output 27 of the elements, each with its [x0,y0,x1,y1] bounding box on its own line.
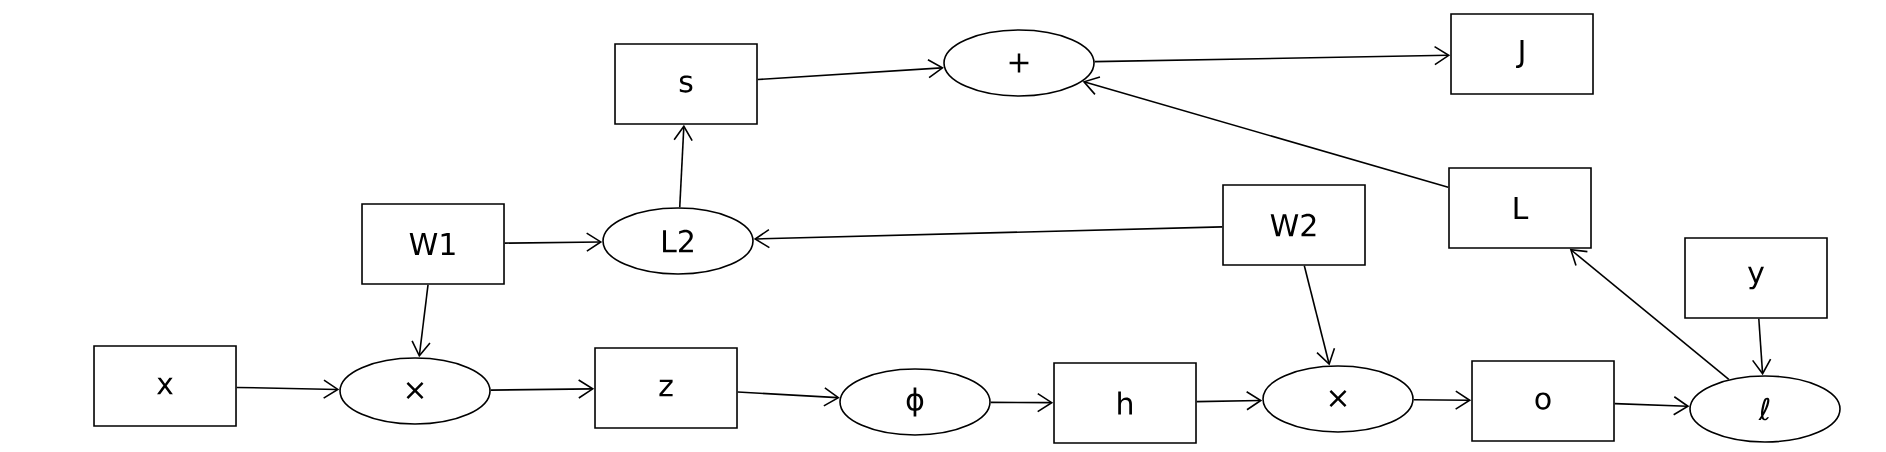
arrow [489,379,595,399]
arrow [1082,76,1449,189]
arrow [753,226,1223,249]
variable-box: x [93,345,237,427]
arrow [236,379,340,399]
arrow [1093,45,1451,66]
variable-box: o [1471,360,1615,442]
arrow [673,124,693,208]
arrow [757,58,944,81]
arrow [411,284,431,358]
arrow [1413,390,1472,410]
variable-box: z [594,347,738,429]
variable-box: L [1448,167,1592,249]
arrow [1569,248,1730,381]
variable-box: h [1053,362,1197,444]
arrow [1303,265,1336,366]
arrow [1196,390,1263,411]
arrow [1751,318,1772,376]
variable-box: J [1450,13,1594,95]
variable-box: s [614,43,758,125]
arrow [990,392,1054,413]
variable-box: W1 [361,203,505,285]
variable-box: y [1684,237,1828,319]
arrow [1614,395,1690,416]
arrow [504,232,603,252]
arrow [737,387,840,407]
variable-box: W2 [1222,184,1366,266]
